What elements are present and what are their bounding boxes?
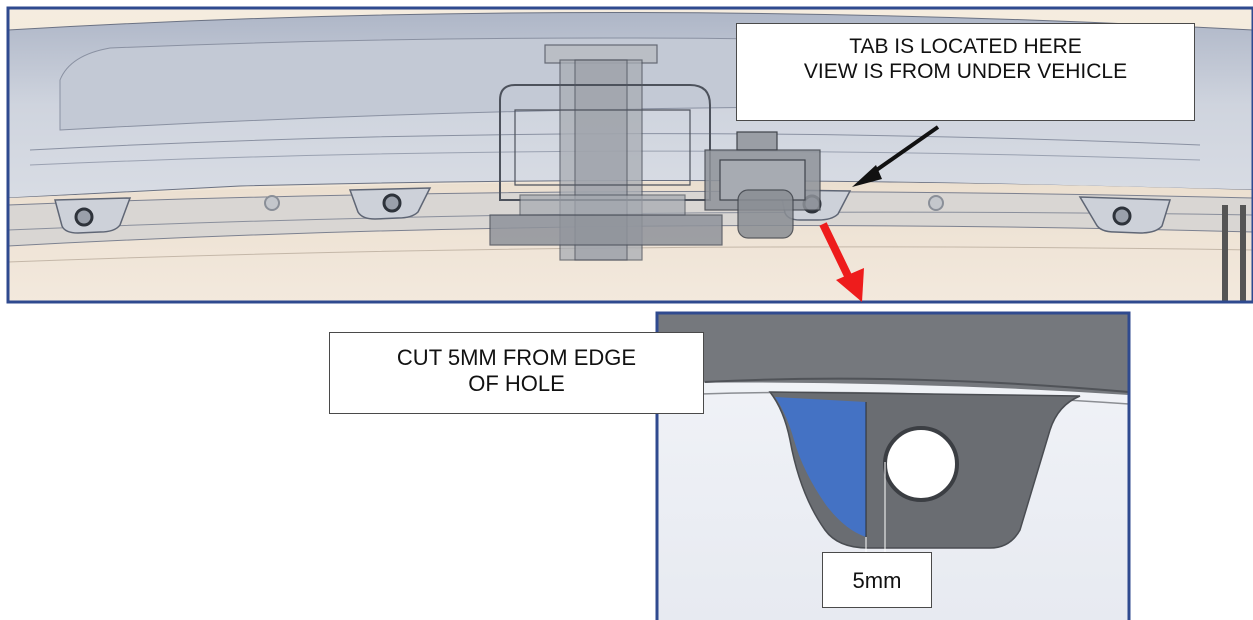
wiring-connector — [704, 131, 821, 239]
tab-location-line2: VIEW IS FROM UNDER VEHICLE — [803, 60, 1128, 83]
tab-location-line1: TAB IS LOCATED HERE — [849, 35, 1082, 58]
detail-arrow — [819, 222, 864, 302]
cut-instruction-line2: OF HOLE — [468, 371, 565, 396]
cut-instruction-callout: CUT 5MM FROM EDGE OF HOLE — [329, 332, 704, 414]
cut-region — [775, 397, 866, 537]
hitch-receiver — [489, 44, 723, 261]
tab-hole — [883, 426, 959, 502]
dimension-label: 5mm — [822, 552, 932, 608]
cut-instruction-line1: CUT 5MM FROM EDGE — [396, 345, 637, 370]
pointer-arrow — [852, 125, 940, 187]
tab-location-callout: TAB IS LOCATED HERE VIEW IS FROM UNDER V… — [736, 23, 1195, 121]
